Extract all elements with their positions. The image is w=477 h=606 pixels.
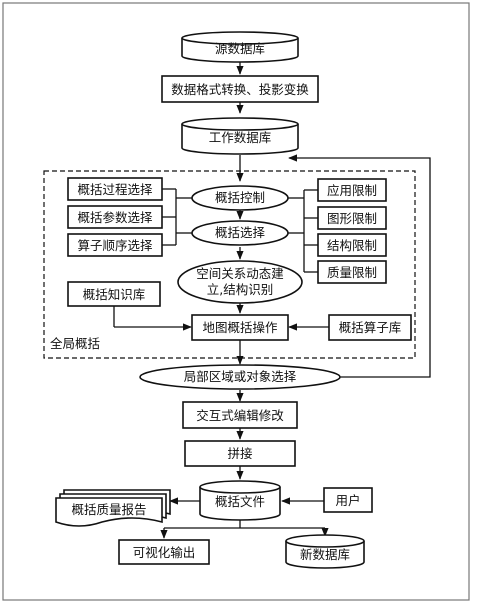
local-selection-label: 局部区域或对象选择	[184, 369, 297, 384]
map-operation-box: 地图概括操作	[191, 314, 289, 341]
generalization-control-ellipse: 概括控制	[191, 185, 289, 211]
param-select-box: 概括参数选择	[67, 205, 163, 229]
process-select-box: 概括过程选择	[67, 177, 163, 201]
spatial-relation-ellipse: 空间关系动态建 立,结构识别	[177, 260, 303, 304]
knowledge-base-box: 概括知识库	[67, 281, 161, 307]
generalization-control-label: 概括控制	[215, 190, 265, 205]
visual-output-box: 可视化输出	[118, 539, 210, 565]
generalization-select-ellipse: 概括选择	[191, 220, 289, 246]
quality-limit-box: 质量限制	[317, 260, 387, 284]
map-operation-label: 地图概括操作	[202, 320, 278, 335]
param-select-label: 概括参数选择	[77, 210, 153, 225]
interactive-edit-box: 交互式编辑修改	[182, 401, 298, 429]
shape-limit-box: 图形限制	[317, 206, 387, 230]
source-database-label: 源数据库	[215, 41, 265, 56]
spatial-relation-label-line2: 立,结构识别	[207, 282, 273, 297]
user-label: 用户	[335, 493, 360, 508]
global-generalization-region	[43, 170, 416, 359]
mosaic-label: 拼接	[227, 446, 253, 461]
work-database: 工作数据库	[181, 117, 299, 155]
quality-report-documents: 概括质量报告	[55, 489, 171, 527]
spatial-relation-label-line1: 空间关系动态建	[196, 266, 284, 281]
application-limit-box: 应用限制	[317, 178, 387, 202]
generalization-select-label: 概括选择	[215, 225, 266, 240]
shape-limit-label: 图形限制	[327, 211, 377, 226]
operator-base-label: 概括算子库	[339, 320, 402, 335]
generalization-file-label: 概括文件	[215, 494, 265, 509]
quality-limit-label: 质量限制	[327, 265, 377, 280]
global-generalization-label: 全局概括	[50, 336, 100, 351]
knowledge-base-label: 概括知识库	[83, 287, 146, 302]
mosaic-box: 拼接	[184, 440, 296, 467]
work-database-label: 工作数据库	[209, 130, 272, 145]
new-database: 新数据库	[285, 534, 365, 569]
structure-limit-label: 结构限制	[327, 238, 377, 253]
quality-report-label: 概括质量报告	[71, 502, 146, 517]
visual-output-label: 可视化输出	[133, 545, 196, 560]
format-conversion-label: 数据格式转换、投影变换	[171, 82, 309, 97]
new-database-label: 新数据库	[300, 547, 350, 562]
user-box: 用户	[323, 487, 373, 513]
process-select-label: 概括过程选择	[77, 182, 153, 197]
operator-base-box: 概括算子库	[328, 314, 412, 341]
local-selection-ellipse: 局部区域或对象选择	[139, 364, 341, 390]
application-limit-label: 应用限制	[327, 183, 377, 198]
structure-limit-box: 结构限制	[317, 233, 387, 257]
operator-order-box: 算子顺序选择	[67, 233, 163, 257]
interactive-edit-label: 交互式编辑修改	[196, 408, 284, 423]
generalization-file: 概括文件	[199, 480, 281, 521]
source-database: 源数据库	[181, 31, 299, 63]
format-conversion-box: 数据格式转换、投影变换	[161, 75, 319, 103]
operator-order-label: 算子顺序选择	[77, 238, 153, 253]
